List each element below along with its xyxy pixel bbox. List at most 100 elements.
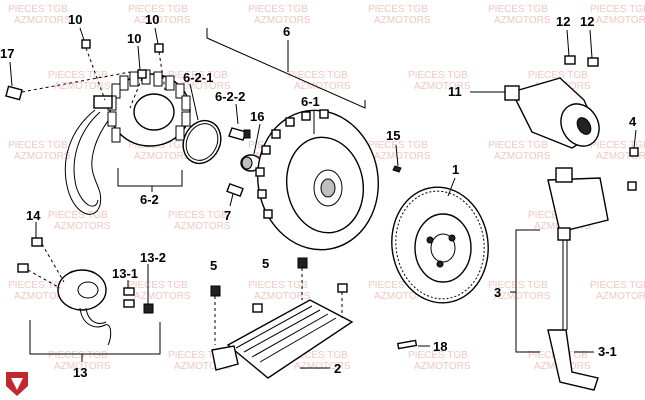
watermark-text: PIECES TGB xyxy=(128,280,188,291)
stator-coil[interactable] xyxy=(64,69,191,215)
label-part-13-2: 13-2 xyxy=(140,250,166,265)
label-part-6: 6 xyxy=(283,24,290,39)
watermark-text: AZMOTORS xyxy=(14,15,71,26)
watermark-text: PIECES TGB xyxy=(528,70,588,81)
watermark-text: AZMOTORS xyxy=(374,15,431,26)
watermark-text: AZMOTORS xyxy=(494,151,551,162)
watermark-text: AZMOTORS xyxy=(494,15,551,26)
watermark-text: PIECES TGB xyxy=(48,70,108,81)
label-part-1: 1 xyxy=(452,162,459,177)
o-ring-part-6-2-1[interactable] xyxy=(176,114,227,169)
watermark-text: AZMOTORS xyxy=(134,15,191,26)
watermark-text: PIECES TGB xyxy=(288,70,348,81)
label-part-6-1: 6-1 xyxy=(301,94,320,109)
watermark-text: PIECES TGB xyxy=(168,210,228,221)
watermark-text: PIECES TGB xyxy=(368,4,428,15)
regulator-part-2[interactable] xyxy=(211,299,354,379)
label-part-10a: 10 xyxy=(68,12,82,27)
watermark-text: PIECES TGB xyxy=(590,4,645,15)
watermark-text: PIECES TGB xyxy=(128,4,188,15)
watermark-text: AZMOTORS xyxy=(134,291,191,302)
watermark-text: PIECES TGB xyxy=(368,280,428,291)
watermark-text: AZMOTORS xyxy=(596,15,645,26)
bolts-part-5[interactable] xyxy=(210,257,348,345)
watermark-text: PIECES TGB xyxy=(8,4,68,15)
bolt-part-13-2[interactable] xyxy=(143,303,154,314)
ignition-coil-part-3[interactable] xyxy=(547,167,609,330)
label-part-13: 13 xyxy=(73,365,87,380)
watermark-text: PIECES TGB xyxy=(48,350,108,361)
label-part-18: 18 xyxy=(433,339,447,354)
label-part-5b: 5 xyxy=(262,256,269,271)
starter-gear-part-1[interactable] xyxy=(384,181,495,309)
watermark-text: PIECES TGB xyxy=(168,350,228,361)
part-labels: 10 10 10 17 6 6-2-1 6-2-2 6-1 16 6-2 7 1… xyxy=(0,12,637,380)
watermark-text: PIECES TGB xyxy=(488,140,548,151)
label-part-6-2-1: 6-2-1 xyxy=(183,70,213,85)
bolt-part-6-2-2[interactable] xyxy=(228,127,251,141)
watermark-text: PIECES TGB xyxy=(488,280,548,291)
label-part-6-2: 6-2 xyxy=(140,192,159,207)
screws-part-4[interactable] xyxy=(627,147,639,191)
label-part-16: 16 xyxy=(250,109,264,124)
watermark-text: AZMOTORS xyxy=(54,361,111,372)
bolts-part-12[interactable] xyxy=(564,55,599,67)
watermark-text: AZMOTORS xyxy=(254,291,311,302)
watermark-text: AZMOTORS xyxy=(254,15,311,26)
watermark-text: AZMOTORS xyxy=(54,81,111,92)
watermark-text: AZMOTORS xyxy=(374,291,431,302)
clip-part-17[interactable] xyxy=(5,71,131,101)
watermark-text: AZMOTORS xyxy=(294,361,351,372)
watermark-text: PIECES TGB xyxy=(288,350,348,361)
leader-lines xyxy=(9,27,637,369)
starter-motor-part-11[interactable] xyxy=(504,77,607,153)
watermark-text: PIECES TGB xyxy=(368,140,428,151)
watermark-text: PIECES TGB xyxy=(8,140,68,151)
pickup-sensor-part-13[interactable] xyxy=(57,269,112,346)
label-part-10b: 10 xyxy=(145,12,159,27)
watermark-text: PIECES TGB xyxy=(408,70,468,81)
label-part-17: 17 xyxy=(0,46,14,61)
watermark-text: AZMOTORS xyxy=(596,291,645,302)
label-part-5a: 5 xyxy=(210,258,217,273)
watermark-text: AZMOTORS xyxy=(14,151,71,162)
key-part-15[interactable] xyxy=(392,165,402,173)
nut-part-16[interactable] xyxy=(240,154,262,172)
plug-cap-part-3-1[interactable] xyxy=(547,329,599,391)
pin-part-7[interactable] xyxy=(226,182,244,198)
label-part-11: 11 xyxy=(448,84,462,99)
label-part-2: 2 xyxy=(334,361,341,376)
watermark-text: AZMOTORS xyxy=(174,221,231,232)
label-part-7: 7 xyxy=(224,208,231,223)
watermark-text: AZMOTORS xyxy=(174,361,231,372)
watermark-text: PIECES TGB xyxy=(8,280,68,291)
watermark-text: AZMOTORS xyxy=(54,221,111,232)
screws-part-14[interactable] xyxy=(17,237,65,289)
label-part-12a: 12 xyxy=(556,14,570,29)
label-part-3: 3 xyxy=(494,285,501,300)
grommets-part-13-1[interactable] xyxy=(123,287,135,308)
azmotors-shield-logo xyxy=(6,372,28,396)
watermark-text: AZMOTORS xyxy=(374,151,431,162)
pin-part-18[interactable] xyxy=(396,339,418,350)
flywheel-part-6-1[interactable] xyxy=(247,101,389,260)
bolts-part-10[interactable] xyxy=(81,39,166,109)
watermark-text: PIECES TGB xyxy=(408,350,468,361)
label-part-3-1: 3-1 xyxy=(598,344,617,359)
watermark-text: AZMOTORS xyxy=(596,151,645,162)
label-part-13-1: 13-1 xyxy=(112,266,138,281)
watermark-text: AZMOTORS xyxy=(294,81,351,92)
watermark-text: PIECES TGB xyxy=(488,4,548,15)
watermark-text: PIECES TGB xyxy=(248,4,308,15)
label-part-10c: 10 xyxy=(127,31,141,46)
watermark-text: AZMOTORS xyxy=(414,361,471,372)
watermark-text: PIECES TGB xyxy=(590,140,645,151)
watermark-text: AZMOTORS xyxy=(414,81,471,92)
watermark-text: AZMOTORS xyxy=(14,291,71,302)
watermark-text: AZMOTORS xyxy=(174,81,231,92)
label-part-4: 4 xyxy=(629,114,637,129)
watermark-text: PIECES TGB xyxy=(590,280,645,291)
watermark-text: PIECES TGB xyxy=(48,210,108,221)
label-part-12b: 12 xyxy=(580,14,594,29)
